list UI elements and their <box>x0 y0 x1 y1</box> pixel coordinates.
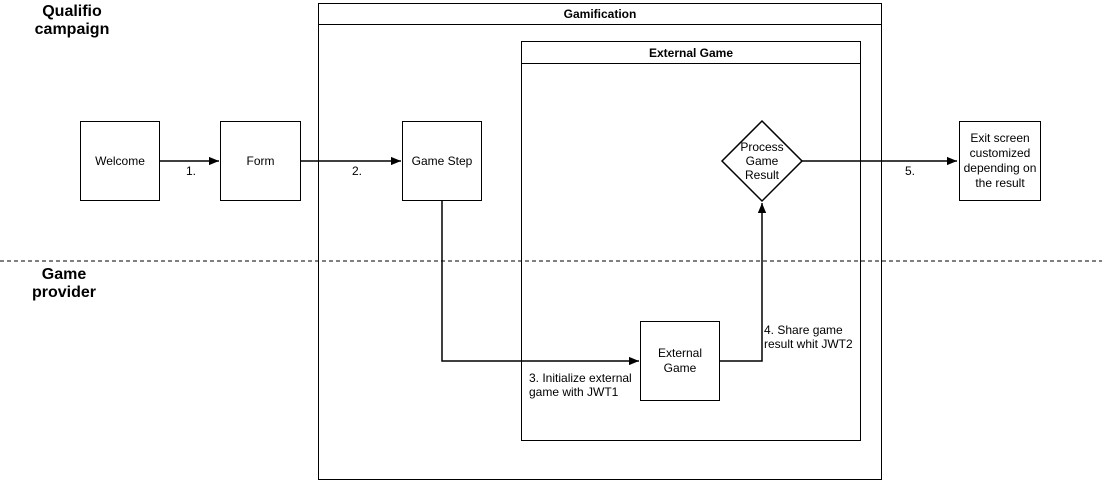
edge-label-step-1: 1. <box>186 164 197 178</box>
container-external-game-title: External Game <box>522 42 860 64</box>
lane-label-game-provider: Game provider <box>31 266 96 301</box>
edge-label-step-4: 4. Share game result whit JWT2 <box>764 323 853 351</box>
node-welcome: Welcome <box>80 121 160 201</box>
container-gamification: Gamification <box>318 3 882 480</box>
lane-label-qualifio-campaign: Qualifio campaign <box>34 3 110 38</box>
container-gamification-title: Gamification <box>319 4 881 25</box>
node-process-game-result-label: Process Game Result <box>740 140 784 182</box>
node-external-game: External Game <box>640 321 720 401</box>
process-game-result-diamond-shape <box>720 119 804 203</box>
node-form: Form <box>220 121 301 201</box>
container-external-game: External Game <box>521 41 861 441</box>
edge-label-step-3: 3. Initialize external game with JWT1 <box>529 371 632 399</box>
node-game-step: Game Step <box>402 121 482 201</box>
edge-label-step-5: 5. <box>905 164 916 178</box>
edge-step-3-game-step-to-external-game <box>441 201 639 366</box>
node-exit-screen: Exit screen customized depending on the … <box>959 121 1041 201</box>
edge-step-4-external-game-to-process-game-result <box>720 203 767 362</box>
edge-label-step-2: 2. <box>352 164 363 178</box>
